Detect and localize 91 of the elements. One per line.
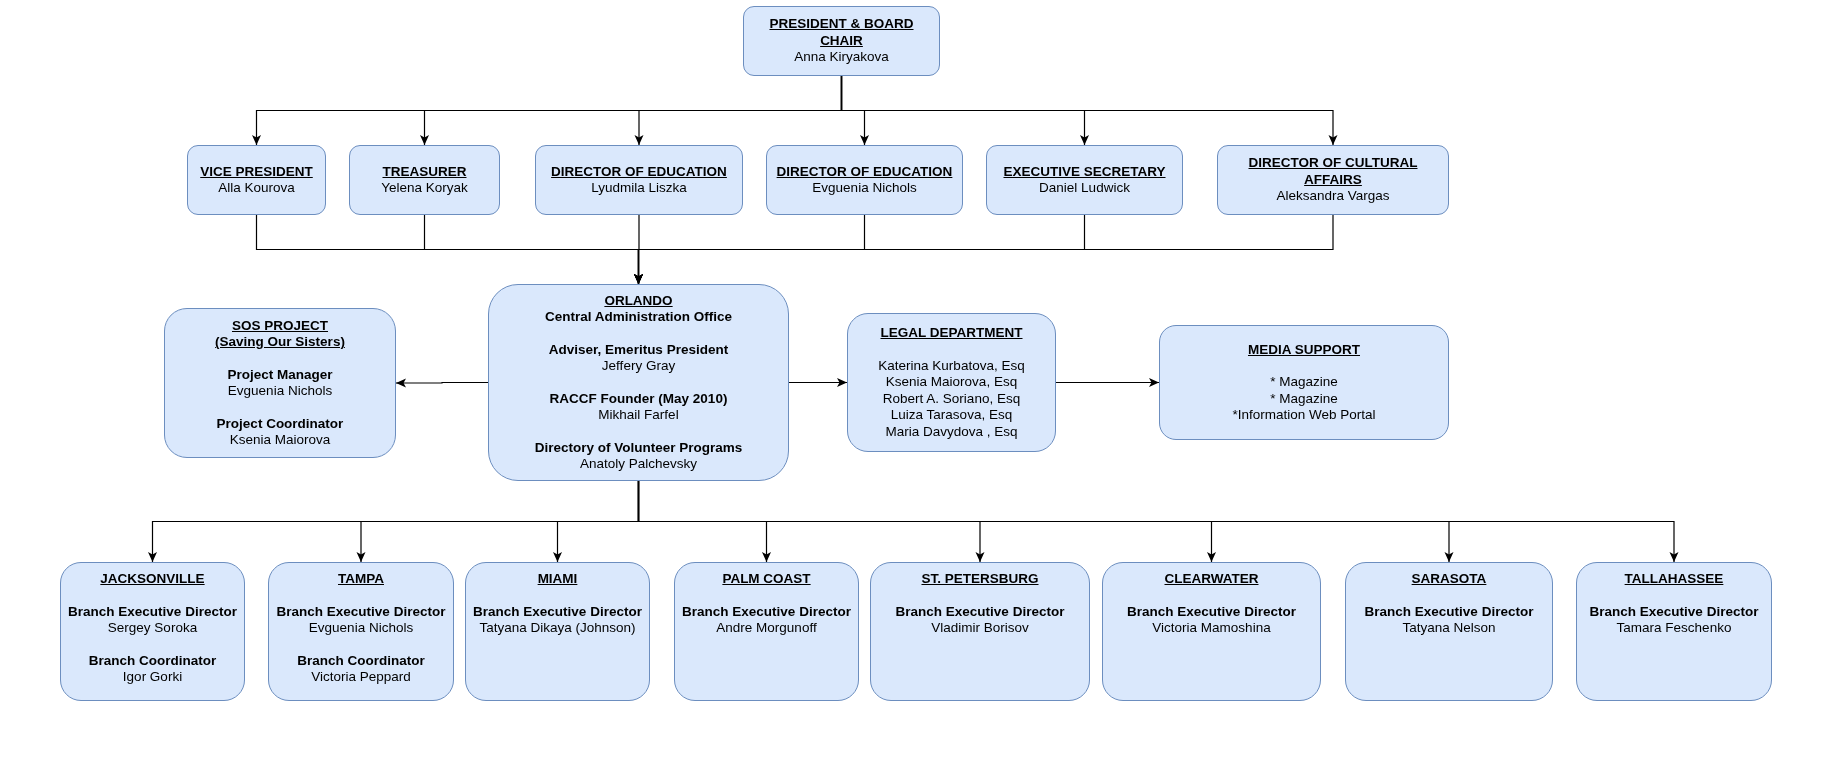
role-title: Directory of Volunteer Programs (534, 439, 743, 456)
project-box (164, 308, 396, 458)
person-name: Anna Kiryakova (794, 49, 889, 66)
person-name: Daniel Ludwick (1039, 180, 1130, 197)
branch-box (60, 562, 245, 701)
role-title: Branch Coordinator (88, 652, 217, 669)
role-title: Branch Executive Director (68, 603, 237, 620)
person-name: Ksenia Maiorova, Esq (885, 374, 1018, 391)
position-box (766, 145, 963, 215)
branch-box (870, 562, 1090, 701)
position-box (187, 145, 326, 215)
box-heading: SOS PROJECT (232, 317, 328, 334)
person-name: Anatoly Palchevsky (579, 456, 698, 473)
role-title: Branch Executive Director (1589, 603, 1759, 620)
box-heading: VICE PRESIDENT (200, 163, 313, 180)
department-box (847, 313, 1056, 452)
branch-box (465, 562, 650, 701)
person-name: Victoria Peppard (311, 669, 411, 686)
person-name: Lyudmila Liszka (591, 180, 687, 197)
box-heading: LEGAL DEPARTMENT (880, 325, 1023, 342)
office-subtitle: Central Administration Office (545, 309, 732, 326)
person-name: Maria Davydova , Esq (885, 423, 1018, 440)
connector-arrow (788, 378, 848, 387)
role-title: Branch Coordinator (297, 652, 425, 669)
box-heading: MEDIA SUPPORT (1248, 341, 1360, 358)
box-heading: SARASOTA (1411, 571, 1487, 588)
person-name: Tamara Feschenko (1616, 620, 1732, 637)
role-title: RACCF Founder (May 2010) (549, 390, 728, 407)
box-heading: TALLAHASSEE (1624, 571, 1724, 588)
branch-box (674, 562, 859, 701)
position-box (743, 6, 940, 76)
person-name: Andre Morgunoff (716, 620, 817, 637)
person-name: Tatyana Dikaya (Johnson) (479, 620, 636, 637)
person-name: Victoria Mamoshina (1152, 620, 1271, 637)
role-title: Branch Executive Director (1364, 603, 1534, 620)
office-box (488, 284, 789, 481)
person-name: Aleksandra Vargas (1276, 188, 1390, 205)
person-name: Alla Kourova (218, 180, 295, 197)
connector-arrow (395, 378, 489, 388)
person-name: Yelena Koryak (381, 180, 468, 197)
position-box (1217, 145, 1449, 215)
position-box (349, 145, 500, 215)
branch-box (1345, 562, 1553, 701)
role-title: Branch Executive Director (682, 603, 851, 620)
person-name: Sergey Soroka (107, 620, 198, 637)
branch-box (1576, 562, 1772, 701)
person-name: Vladimir Borisov (931, 620, 1029, 637)
box-heading: JACKSONVILLE (100, 571, 205, 588)
person-name: Evguenia Nichols (227, 383, 333, 400)
box-heading: DIRECTOR OF EDUCATION (776, 163, 953, 180)
person-name: Ksenia Maiorova (229, 432, 331, 449)
box-heading: DIRECTOR OF EDUCATION (551, 163, 727, 180)
box-heading: TREASURER (382, 163, 467, 180)
box-heading: ORLANDO (604, 292, 673, 309)
role-title: Branch Executive Director (473, 603, 642, 620)
box-heading: DIRECTOR OF CULTURAL AFFAIRS (1247, 155, 1419, 189)
role-title: Adviser, Emeritus President (548, 341, 729, 358)
person-name: Tatyana Nelson (1402, 620, 1496, 637)
department-box (1159, 325, 1449, 440)
person-name: Jeffery Gray (601, 358, 676, 375)
box-heading: CLEARWATER (1164, 571, 1259, 588)
box-heading: (Saving Our Sisters) (215, 334, 345, 351)
person-name: Robert A. Soriano, Esq (882, 390, 1021, 407)
connector-arrow (634, 214, 1334, 285)
box-heading: MIAMI (537, 571, 578, 588)
branch-box (268, 562, 454, 701)
role-title: Project Coordinator (216, 415, 344, 432)
position-box (986, 145, 1183, 215)
position-box (535, 145, 743, 215)
box-heading: TAMPA (338, 571, 384, 588)
connector-arrow (637, 480, 1679, 563)
role-title: Branch Executive Director (276, 603, 446, 620)
box-heading: PRESIDENT & BOARD CHAIR (768, 16, 915, 50)
person-name: Mikhail Farfel (598, 407, 679, 424)
media-item: * Magazine (1270, 390, 1338, 407)
role-title: Branch Executive Director (1127, 603, 1296, 620)
media-item: *Information Web Portal (1232, 407, 1376, 424)
connector-arrow (840, 75, 1338, 146)
person-name: Evguenia Nichols (812, 180, 917, 197)
box-heading: PALM COAST (722, 571, 811, 588)
box-heading: EXECUTIVE SECRETARY (1003, 163, 1166, 180)
branch-box (1102, 562, 1321, 701)
person-name: Luiza Tarasova, Esq (890, 407, 1013, 424)
person-name: Igor Gorki (122, 669, 183, 686)
role-title: Branch Executive Director (895, 603, 1065, 620)
person-name: Katerina Kurbatova, Esq (878, 357, 1025, 374)
connector-arrow (1055, 378, 1160, 387)
role-title: Project Manager (227, 366, 333, 383)
person-name: Evguenia Nichols (308, 620, 414, 637)
media-item: * Magazine (1270, 374, 1338, 391)
box-heading: ST. PETERSBURG (921, 571, 1039, 588)
